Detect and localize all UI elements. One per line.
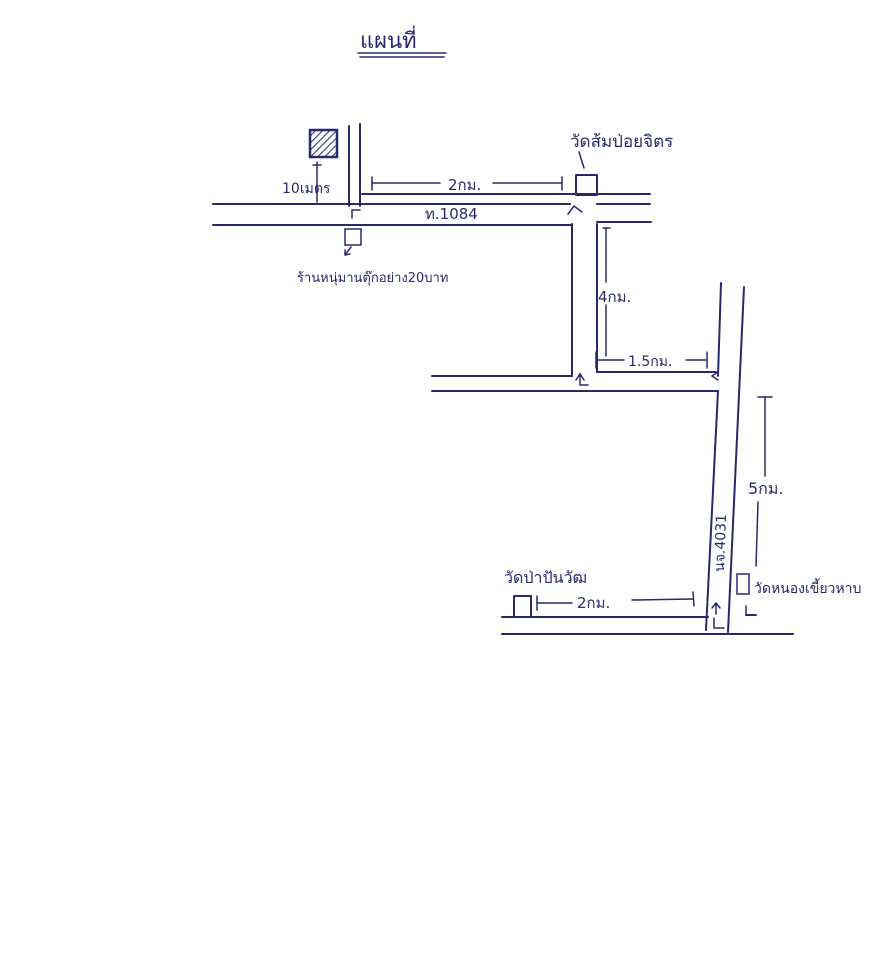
map-sheet: แผนที่ 10เมตร วัดส้มป่อยจิตร 2กม. ท.1084… <box>212 25 862 635</box>
road-middle <box>431 371 719 392</box>
temple-southeast-marker <box>736 573 750 595</box>
distance-middle: 1.5กม. <box>628 354 672 370</box>
distance-down: 4กม. <box>598 288 631 306</box>
temple-north-marker <box>575 174 598 196</box>
temple-north-pointer <box>578 151 585 169</box>
turn-arrow-bottom <box>713 617 725 629</box>
hand-drawn-map: แผนที่ 10เมตร วัดส้มป่อยจิตร 2กม. ท.1084… <box>212 25 861 635</box>
road-4031 <box>705 282 745 633</box>
turn-arrow-north <box>567 204 583 215</box>
road-bottom <box>501 605 794 635</box>
temple-southeast-label: วัดหนองเขี้ยวหาบ <box>754 578 861 597</box>
turn-arrow-up <box>711 601 721 615</box>
shop-marker <box>344 228 362 246</box>
dimension-north <box>371 176 563 191</box>
turn-arrow-middle <box>575 372 589 386</box>
lane-to-house <box>348 123 361 207</box>
distance-south: 5กม. <box>748 479 784 498</box>
distance-north: 2กม. <box>448 176 481 194</box>
shop-pointer <box>344 246 352 256</box>
temple-southwest-marker <box>513 595 532 618</box>
distance-to-house: 10เมตร <box>282 181 331 197</box>
turn-arrow-east <box>710 371 719 381</box>
dimension-bottom <box>536 591 695 611</box>
road-down <box>571 223 598 377</box>
road-1084-label: ท.1084 <box>425 205 478 223</box>
road-4031-label: นจ.4031 <box>712 514 730 572</box>
map-title: แผนที่ <box>360 25 417 54</box>
dimension-middle <box>595 351 708 369</box>
house-marker <box>308 128 339 159</box>
dimension-south <box>755 396 773 567</box>
distance-bottom: 2กม. <box>577 594 610 612</box>
house-distance-arrow <box>312 161 322 203</box>
shop-label: ร้านหนุ่มานตุ๊กอย่าง20บาท <box>297 271 448 286</box>
road-1084 <box>212 193 652 226</box>
turn-arrow-start <box>351 209 361 219</box>
temple-north-label: วัดส้มป่อยจิตร <box>570 132 673 152</box>
dimension-down <box>602 227 611 357</box>
temple-southwest-label: วัดป่าปันวัฒ <box>504 568 587 587</box>
